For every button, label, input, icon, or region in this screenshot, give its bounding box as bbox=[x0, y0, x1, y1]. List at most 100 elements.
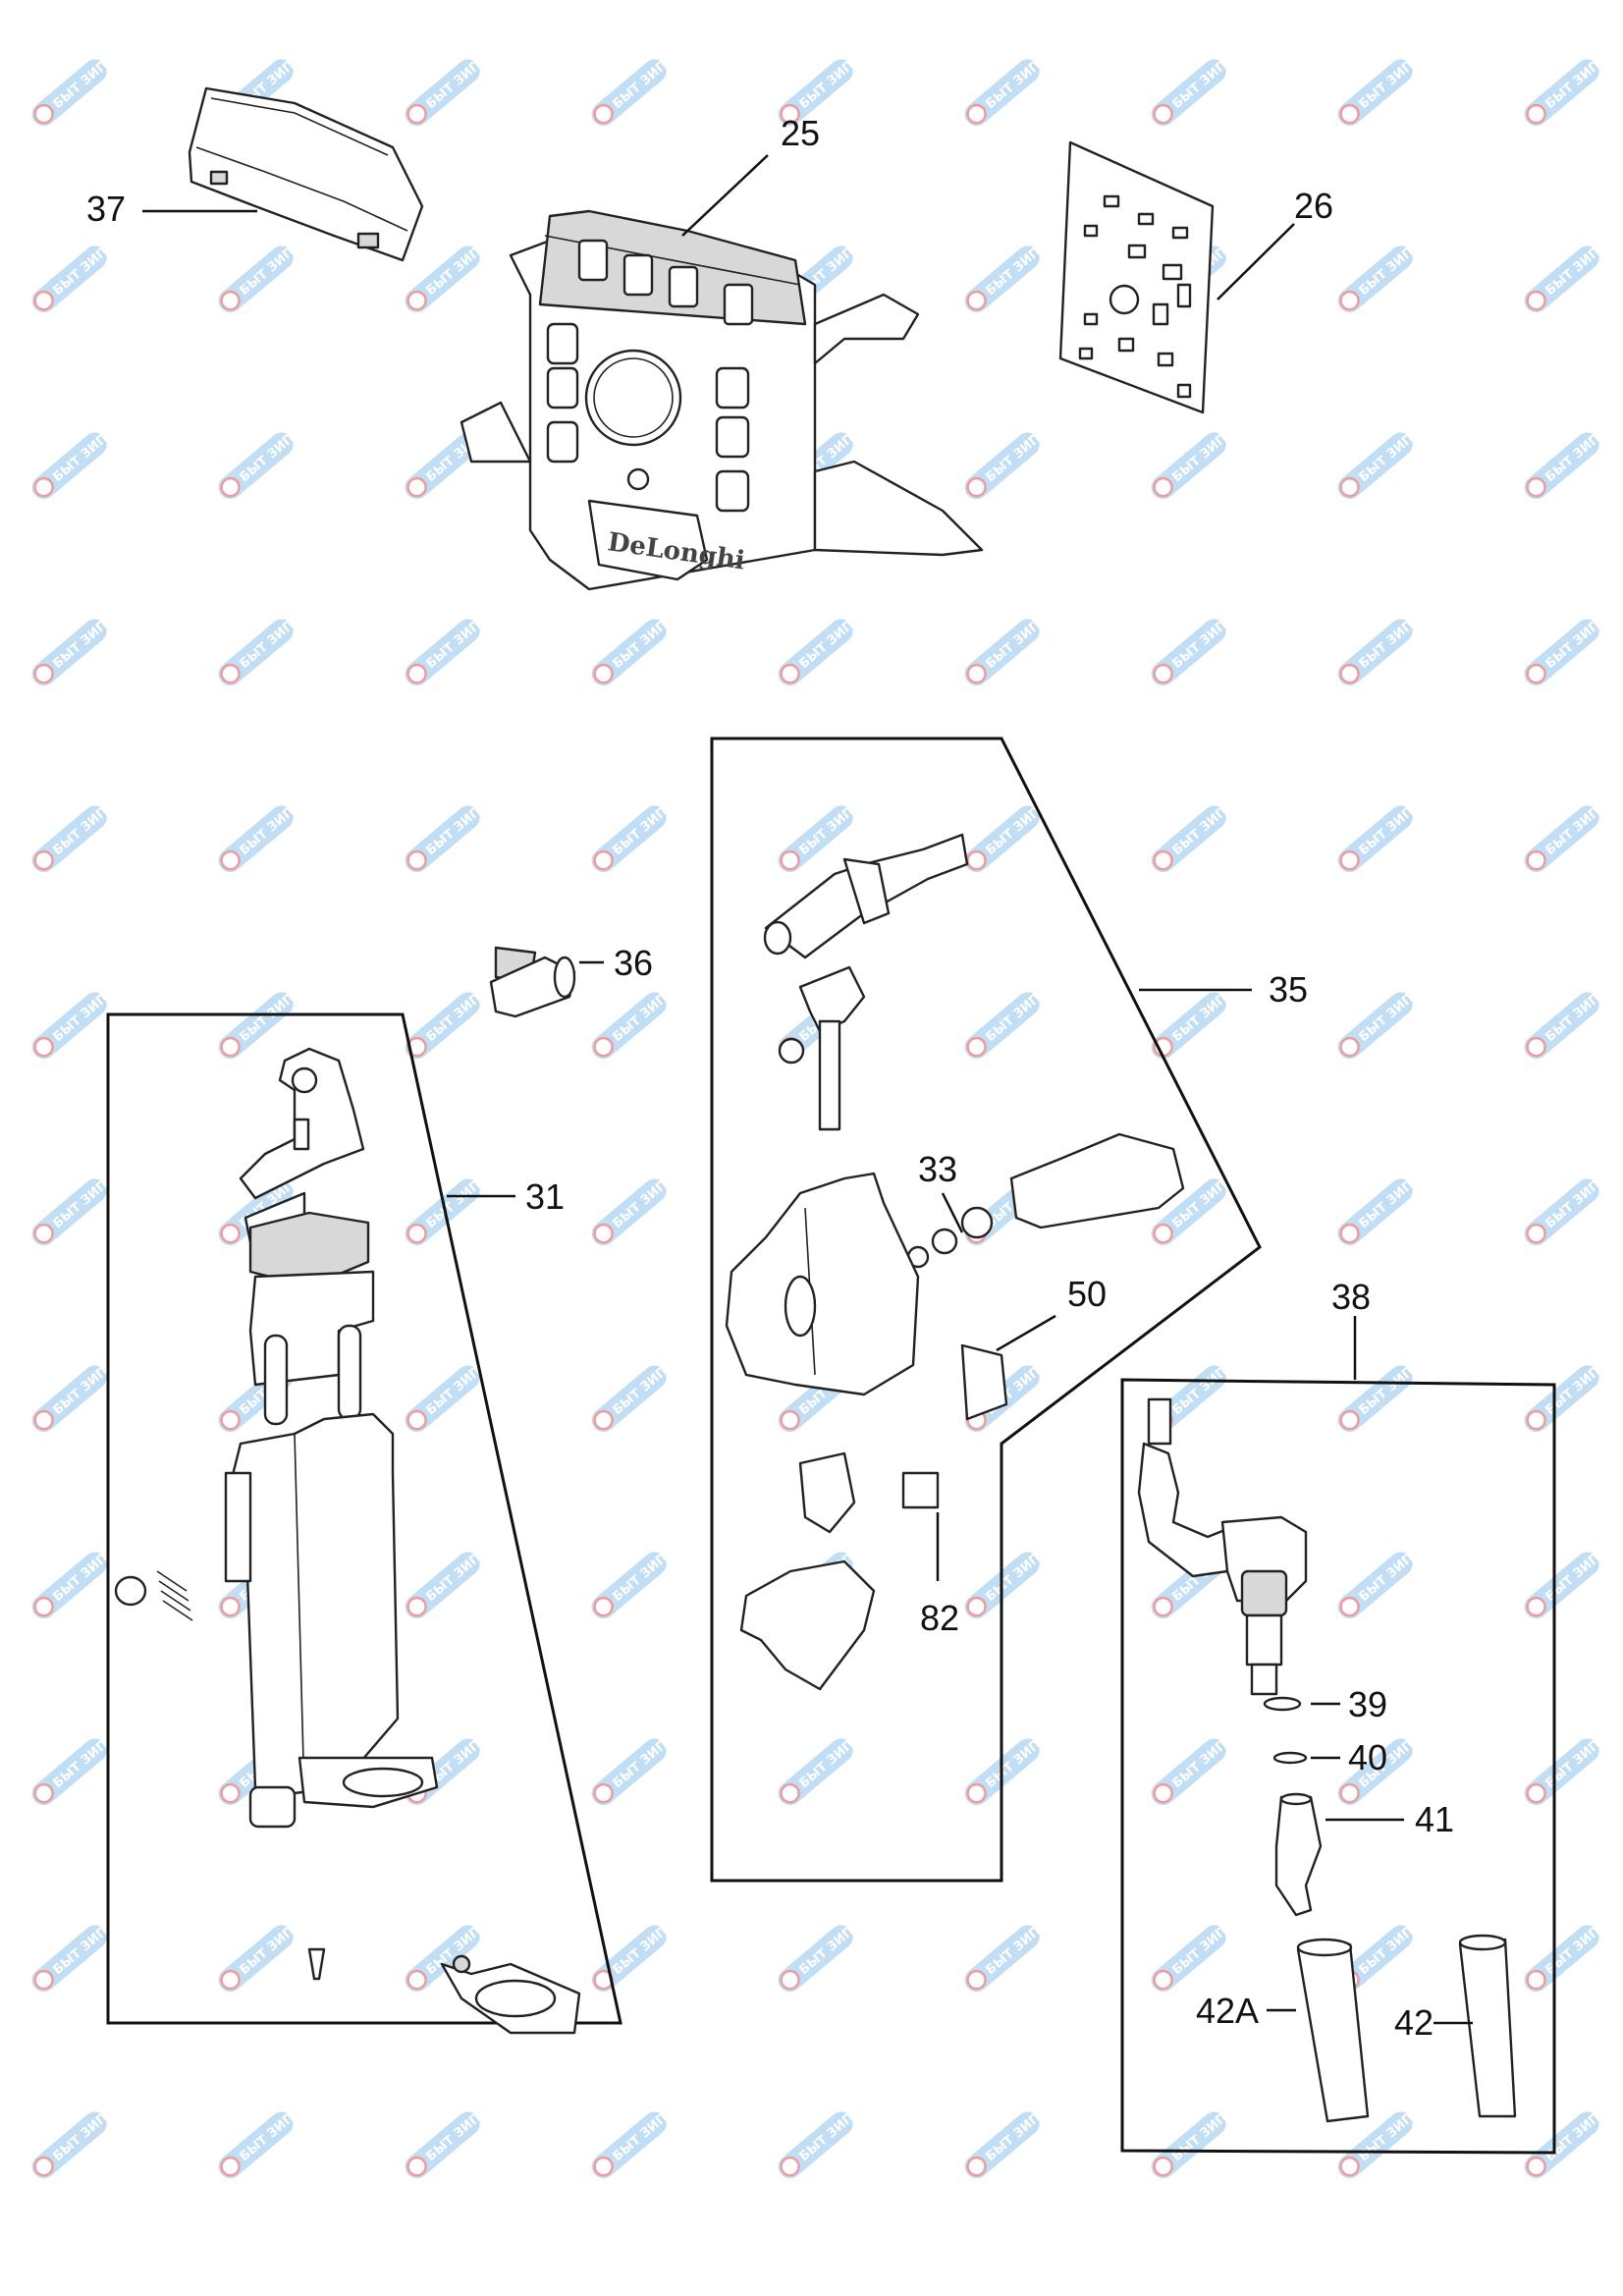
svg-text:БЫТ ЗИП: БЫТ ЗИП bbox=[1542, 431, 1603, 485]
svg-text:БЫТ ЗИП: БЫТ ЗИП bbox=[1356, 1177, 1417, 1231]
watermark-stamp: БЫТ ЗИП bbox=[405, 2110, 484, 2179]
callout-37: 37 bbox=[86, 189, 126, 229]
svg-text:БЫТ ЗИП: БЫТ ЗИП bbox=[610, 804, 671, 858]
svg-text:БЫТ ЗИП: БЫТ ЗИП bbox=[1542, 618, 1603, 672]
svg-text:БЫТ ЗИП: БЫТ ЗИП bbox=[1169, 431, 1230, 485]
callout-41: 41 bbox=[1415, 1799, 1454, 1839]
svg-text:БЫТ ЗИП: БЫТ ЗИП bbox=[423, 1364, 484, 1418]
svg-text:БЫТ ЗИП: БЫТ ЗИП bbox=[1356, 618, 1417, 672]
svg-text:БЫТ ЗИП: БЫТ ЗИП bbox=[1169, 618, 1230, 672]
watermark-stamp: БЫТ ЗИП bbox=[31, 618, 111, 686]
watermark-stamp: БЫТ ЗИП bbox=[31, 991, 111, 1060]
watermark-stamp: БЫТ ЗИП bbox=[1151, 1737, 1230, 1806]
svg-text:БЫТ ЗИП: БЫТ ЗИП bbox=[610, 1551, 671, 1605]
leader-26 bbox=[1217, 223, 1295, 301]
watermark-stamp: БЫТ ЗИП bbox=[405, 58, 484, 127]
watermark-stamp: БЫТ ЗИП bbox=[591, 1177, 671, 1246]
watermark-stamp: БЫТ ЗИП bbox=[405, 804, 484, 873]
watermark-stamp: БЫТ ЗИП bbox=[1151, 431, 1230, 500]
watermark-stamp: БЫТ ЗИП bbox=[964, 431, 1044, 500]
svg-text:БЫТ ЗИП: БЫТ ЗИП bbox=[1356, 1364, 1417, 1418]
watermark-stamp: БЫТ ЗИП bbox=[1337, 991, 1417, 1060]
watermark-stamp: БЫТ ЗИП bbox=[964, 804, 1044, 873]
svg-text:БЫТ ЗИП: БЫТ ЗИП bbox=[796, 58, 857, 112]
svg-text:БЫТ ЗИП: БЫТ ЗИП bbox=[1542, 1177, 1603, 1231]
svg-text:БЫТ ЗИП: БЫТ ЗИП bbox=[1542, 245, 1603, 299]
callout-26: 26 bbox=[1294, 186, 1333, 226]
watermark-stamp: БЫТ ЗИП bbox=[1151, 1924, 1230, 1993]
watermark-stamp: БЫТ ЗИП bbox=[591, 1364, 671, 1433]
svg-text:БЫТ ЗИП: БЫТ ЗИП bbox=[1169, 2110, 1230, 2164]
watermark-stamp: БЫТ ЗИП bbox=[1151, 2110, 1230, 2179]
callout-82: 82 bbox=[920, 1598, 959, 1638]
watermark-stamp: БЫТ ЗИП bbox=[1524, 804, 1603, 873]
watermark-stamp: БЫТ ЗИП bbox=[1524, 618, 1603, 686]
part-39-oring bbox=[1263, 1696, 1302, 1712]
svg-text:БЫТ ЗИП: БЫТ ЗИП bbox=[423, 1177, 484, 1231]
watermark-stamp: БЫТ ЗИП bbox=[405, 1177, 484, 1246]
part-35-brew-assembly bbox=[725, 833, 1185, 1691]
watermark-stamp: БЫТ ЗИП bbox=[1337, 1364, 1417, 1433]
svg-text:БЫТ ЗИП: БЫТ ЗИП bbox=[423, 618, 484, 672]
svg-text:БЫТ ЗИП: БЫТ ЗИП bbox=[1356, 804, 1417, 858]
svg-text:БЫТ ЗИП: БЫТ ЗИП bbox=[796, 618, 857, 672]
part-40-gasket bbox=[1272, 1751, 1308, 1765]
svg-text:БЫТ ЗИП: БЫТ ЗИП bbox=[1356, 1924, 1417, 1978]
group-35-frame bbox=[710, 737, 1262, 1883]
svg-text:БЫТ ЗИП: БЫТ ЗИП bbox=[983, 804, 1044, 858]
watermark-stamp: БЫТ ЗИП bbox=[218, 1924, 298, 1993]
watermark-stamp: БЫТ ЗИП bbox=[1337, 245, 1417, 313]
part-25-control-panel: DeLonghi bbox=[460, 209, 984, 591]
watermark-stamp: БЫТ ЗИП bbox=[1337, 804, 1417, 873]
watermark-stamp: БЫТ ЗИП bbox=[1151, 618, 1230, 686]
watermark-stamp: БЫТ ЗИП bbox=[778, 618, 857, 686]
svg-text:БЫТ ЗИП: БЫТ ЗИП bbox=[1356, 245, 1417, 299]
watermark-stamp: БЫТ ЗИП bbox=[218, 2110, 298, 2179]
watermark-stamp: БЫТ ЗИП bbox=[591, 1737, 671, 1806]
svg-text:БЫТ ЗИП: БЫТ ЗИП bbox=[1356, 2110, 1417, 2164]
watermark-stamp: БЫТ ЗИП bbox=[405, 618, 484, 686]
callout-36: 36 bbox=[614, 943, 653, 983]
svg-text:БЫТ ЗИП: БЫТ ЗИП bbox=[237, 618, 298, 672]
svg-text:БЫТ ЗИП: БЫТ ЗИП bbox=[423, 2110, 484, 2164]
watermark-stamp: БЫТ ЗИП bbox=[218, 431, 298, 500]
callout-labels: 37 25 26 36 31 35 33 50 82 38 39 40 41 4… bbox=[86, 113, 1454, 2043]
watermark-stamp: БЫТ ЗИП bbox=[218, 245, 298, 313]
watermark-stamp: БЫТ ЗИП bbox=[964, 58, 1044, 127]
svg-text:БЫТ ЗИП: БЫТ ЗИП bbox=[1542, 804, 1603, 858]
svg-text:БЫТ ЗИП: БЫТ ЗИП bbox=[237, 2110, 298, 2164]
svg-text:БЫТ ЗИП: БЫТ ЗИП bbox=[423, 1551, 484, 1605]
svg-text:БЫТ ЗИП: БЫТ ЗИП bbox=[983, 245, 1044, 299]
svg-text:БЫТ ЗИП: БЫТ ЗИП bbox=[796, 804, 857, 858]
svg-text:БЫТ ЗИП: БЫТ ЗИП bbox=[423, 991, 484, 1045]
svg-text:БЫТ ЗИП: БЫТ ЗИП bbox=[423, 245, 484, 299]
watermark-stamp: БЫТ ЗИП bbox=[31, 58, 111, 127]
svg-text:БЫТ ЗИП: БЫТ ЗИП bbox=[1356, 1551, 1417, 1605]
svg-text:БЫТ ЗИП: БЫТ ЗИП bbox=[796, 2110, 857, 2164]
callout-42A: 42A bbox=[1196, 1991, 1259, 2031]
part-42-tube bbox=[1458, 1934, 1517, 2118]
callout-40: 40 bbox=[1348, 1737, 1387, 1777]
watermark-stamp: БЫТ ЗИП bbox=[31, 1177, 111, 1246]
svg-text:БЫТ ЗИП: БЫТ ЗИП bbox=[237, 804, 298, 858]
watermark-stamp: БЫТ ЗИП bbox=[1337, 618, 1417, 686]
watermark-stamp: БЫТ ЗИП bbox=[591, 2110, 671, 2179]
svg-text:БЫТ ЗИП: БЫТ ЗИП bbox=[610, 2110, 671, 2164]
svg-text:БЫТ ЗИП: БЫТ ЗИП bbox=[610, 1364, 671, 1418]
watermark-stamp: БЫТ ЗИП bbox=[1151, 804, 1230, 873]
watermark-stamp: БЫТ ЗИП bbox=[31, 1551, 111, 1619]
watermark-stamp: БЫТ ЗИП bbox=[405, 245, 484, 313]
part-31-dispenser-assembly bbox=[114, 1047, 581, 2035]
watermark-stamp: БЫТ ЗИП bbox=[1337, 58, 1417, 127]
watermark-stamp: БЫТ ЗИП bbox=[31, 1924, 111, 1993]
svg-text:БЫТ ЗИП: БЫТ ЗИП bbox=[610, 991, 671, 1045]
watermark-stamp: БЫТ ЗИП bbox=[1524, 1364, 1603, 1433]
svg-text:БЫТ ЗИП: БЫТ ЗИП bbox=[983, 431, 1044, 485]
watermark-stamp: БЫТ ЗИП bbox=[1524, 1924, 1603, 1993]
watermark-stamp: БЫТ ЗИП bbox=[1524, 58, 1603, 127]
watermark-stamp: БЫТ ЗИП bbox=[1524, 2110, 1603, 2179]
svg-text:БЫТ ЗИП: БЫТ ЗИП bbox=[50, 2110, 111, 2164]
svg-text:БЫТ ЗИП: БЫТ ЗИП bbox=[1542, 1737, 1603, 1791]
watermark-stamp: БЫТ ЗИП bbox=[778, 2110, 857, 2179]
